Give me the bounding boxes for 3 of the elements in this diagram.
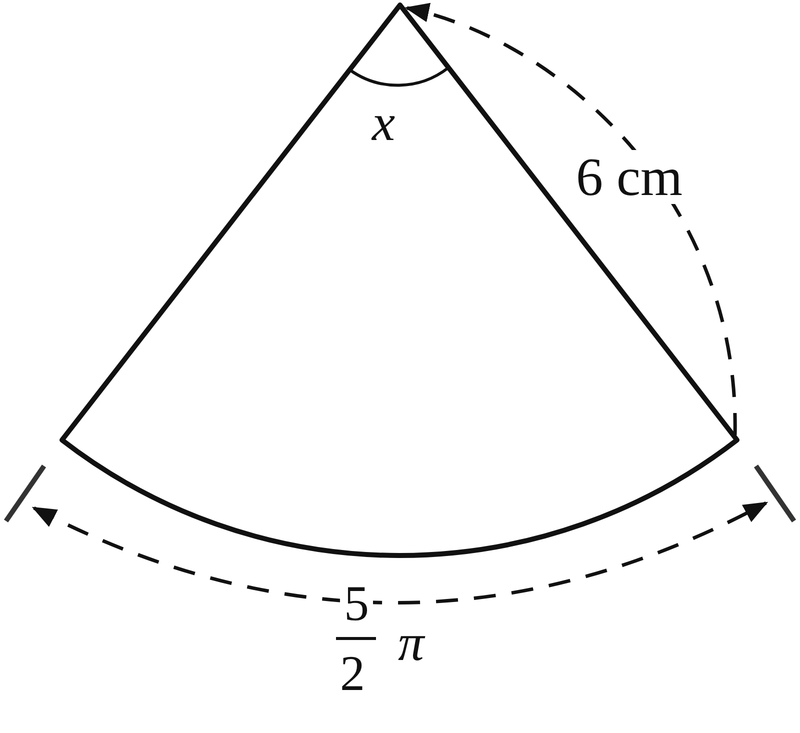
pi-symbol: π (398, 618, 424, 670)
angle-label: x (372, 98, 396, 150)
fraction-denominator: 2 (340, 648, 365, 698)
